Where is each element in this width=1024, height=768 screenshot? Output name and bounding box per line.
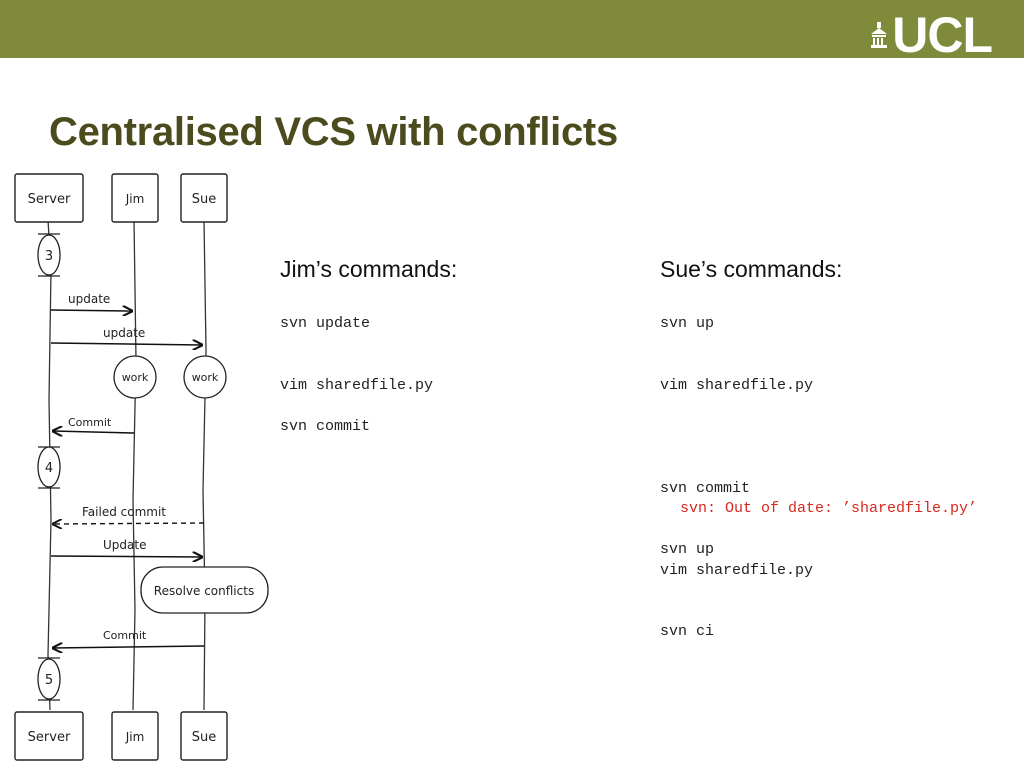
message-label-commit-sue: Commit [103, 629, 147, 642]
jim-command: svn update [280, 315, 371, 332]
activity-label-resolve: Resolve conflicts [154, 584, 254, 598]
revision-3: 3 [37, 233, 61, 277]
activity-work-jim: work [113, 355, 157, 399]
message-commit-jim: Commit [53, 416, 135, 433]
sue-commands-heading: Sue’s commands: [660, 256, 843, 282]
message-failed-commit: Failed commit [53, 505, 205, 524]
lifeline-sue [202, 219, 207, 711]
message-update-sue: update [50, 326, 202, 345]
lane-label-sue-top: Sue [192, 192, 217, 207]
message-update-jim: update [50, 292, 132, 311]
lane-label-jim-top: Jim [125, 192, 145, 206]
sue-error-message: svn: Out of date: ’sharedfile.py’ [680, 500, 978, 517]
sequence-diagram: Server Jim Sue 3 update update work work… [14, 173, 269, 761]
portico-icon [871, 22, 888, 48]
jim-command: vim sharedfile.py [280, 377, 434, 394]
slide-title: Centralised VCS with conflicts [49, 110, 618, 154]
logo-text: UCL [892, 7, 993, 63]
sue-command: svn up [660, 315, 715, 332]
sue-command: svn ci [660, 623, 715, 640]
ucl-logo: UCL [870, 7, 993, 63]
message-label-update-sue-2: Update [103, 538, 146, 552]
activity-work-sue: work [183, 355, 227, 399]
jim-command: svn commit [280, 418, 371, 435]
sue-command: vim sharedfile.py [660, 377, 814, 394]
lane-box-jim-top: Jim [111, 173, 159, 223]
activity-resolve-conflicts: Resolve conflicts [140, 566, 269, 614]
lane-label-jim-bottom: Jim [125, 730, 145, 744]
sue-command: svn commit [660, 480, 751, 497]
sue-command: vim sharedfile.py [660, 562, 814, 579]
message-update-sue-2: Update [50, 538, 202, 557]
revision-4: 4 [37, 446, 61, 489]
sue-command: svn up [660, 541, 715, 558]
activity-label-work-jim: work [122, 371, 149, 384]
activity-label-work-sue: work [192, 371, 219, 384]
message-label-update-sue: update [103, 326, 145, 340]
lane-label-sue-bottom: Sue [192, 730, 217, 745]
message-label-commit-jim: Commit [68, 416, 112, 429]
lifeline-jim [132, 219, 137, 711]
revision-label-3: 3 [45, 249, 53, 264]
revision-label-5: 5 [45, 673, 53, 688]
revision-label-4: 4 [45, 461, 53, 476]
message-label-update-jim: update [68, 292, 110, 306]
lane-label-server-bottom: Server [28, 730, 71, 745]
top-bar: UCL [0, 0, 1024, 63]
revision-5: 5 [37, 657, 61, 701]
lane-box-server-bottom: Server [14, 711, 84, 761]
lane-box-server-top: Server [14, 173, 84, 223]
lane-box-sue-top: Sue [180, 173, 228, 223]
lane-box-jim-bottom: Jim [111, 711, 159, 761]
message-commit-sue: Commit [53, 629, 205, 648]
jim-commands-heading: Jim’s commands: [280, 256, 458, 282]
message-label-failed-commit: Failed commit [82, 505, 166, 519]
lane-label-server-top: Server [28, 192, 71, 207]
lane-box-sue-bottom: Sue [180, 711, 228, 761]
